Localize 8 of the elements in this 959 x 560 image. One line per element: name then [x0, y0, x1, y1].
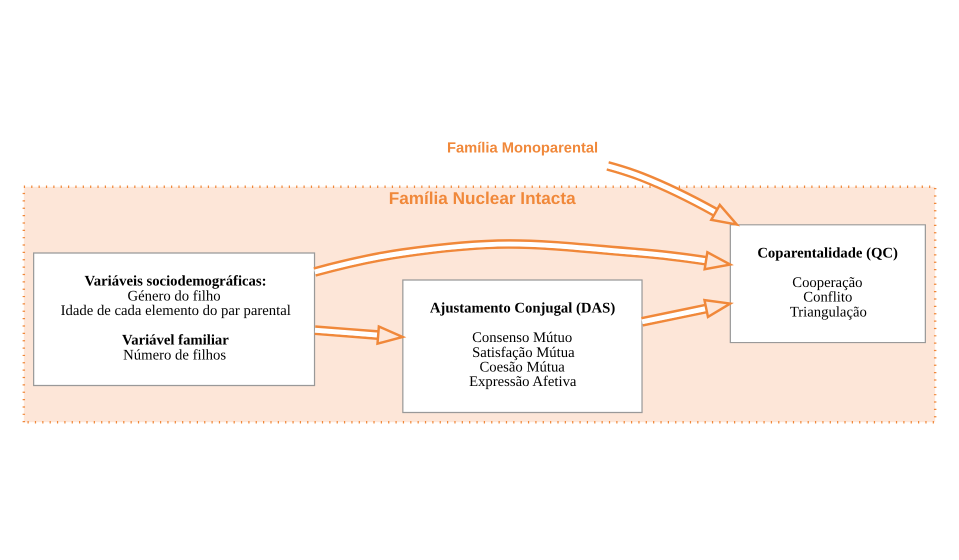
node-box: Coparentalidade (QC) Cooperação Conflito Triangulação: [730, 224, 926, 344]
node-box: Ajustamento Conjugal (DAS) Consenso Mútuo Satisfação Mútua Coesão Mútua Expressão Afetiva: [402, 279, 643, 414]
node-box: Variáveis sociodemográficas: Género do filho Idade de cada elemento do par parental Variável familiar Número de filhos: [33, 252, 316, 386]
arrow: [314, 324, 406, 346]
arrow: [641, 298, 734, 327]
arrow: [606, 161, 740, 226]
node-text: Família Monoparental: [446, 140, 598, 157]
arrow: [313, 239, 734, 277]
